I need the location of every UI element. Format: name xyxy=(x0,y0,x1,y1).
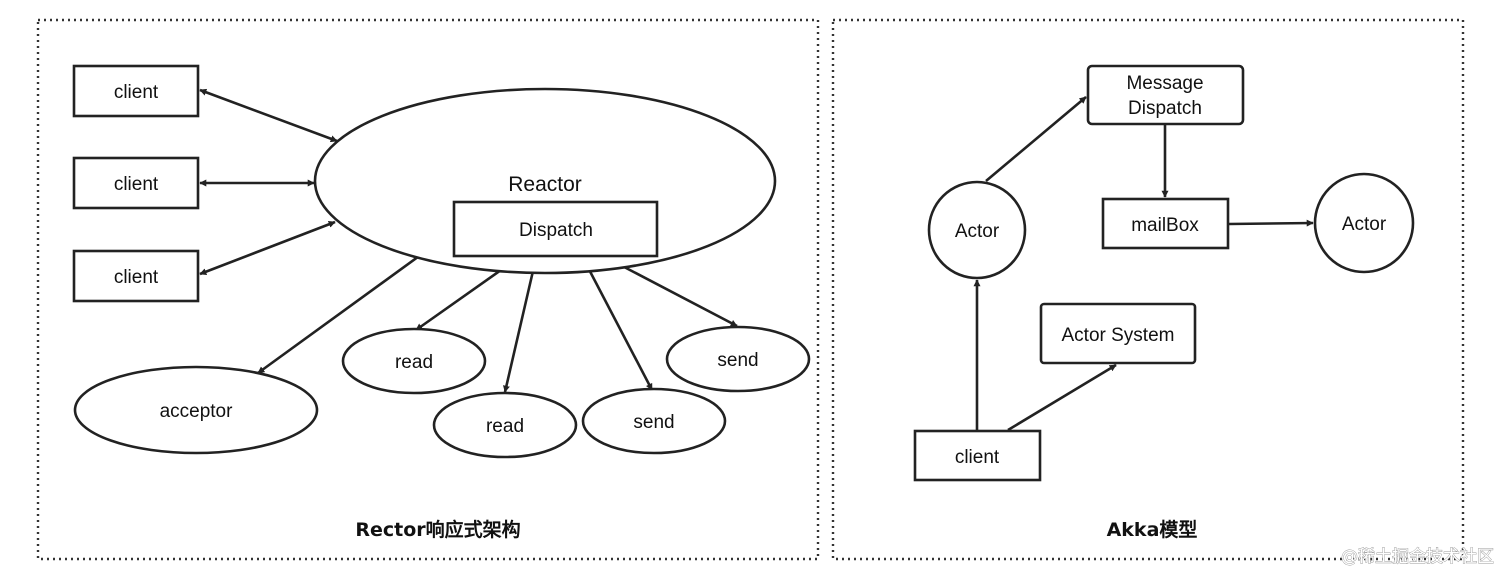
arrow-mailbox-actor xyxy=(1228,219,1314,227)
actor-system-label: Actor System xyxy=(1062,325,1175,346)
read-ellipse-2: read xyxy=(432,391,578,459)
reactor-ellipse: Reactor xyxy=(313,87,777,275)
actor-right-label: Actor xyxy=(1342,214,1387,235)
acceptor-label: acceptor xyxy=(160,401,234,422)
actor-left-label: Actor xyxy=(955,221,1000,242)
arrow-read2-dispatch xyxy=(503,257,538,393)
arrow-client1-reactor xyxy=(199,88,338,143)
arrow-client3-reactor xyxy=(199,220,336,276)
akka-panel-frame xyxy=(831,18,1465,561)
watermark-text: @稀土掘金技术社区 xyxy=(1341,547,1494,567)
message-dispatch-label-line2: Dispatch xyxy=(1128,98,1202,119)
acceptor-ellipse: acceptor xyxy=(73,365,319,455)
read-ellipse-1-label: read xyxy=(395,352,433,373)
client-box-2: client xyxy=(72,156,200,210)
mailbox-label: mailBox xyxy=(1131,215,1199,236)
send-ellipse-2-label: send xyxy=(633,412,674,433)
client-box-3: client xyxy=(72,249,200,303)
arrow-actor-message-dispatch xyxy=(985,96,1087,182)
actor-circle-left: Actor xyxy=(927,180,1027,280)
send-ellipse-2: send xyxy=(581,387,727,455)
actor-system-box: Actor System xyxy=(1039,302,1197,365)
dispatch-box: Dispatch xyxy=(452,200,659,258)
message-dispatch-label-line1: Message xyxy=(1126,73,1203,94)
client-box-3-label: client xyxy=(114,267,159,288)
message-dispatch-box: Message Dispatch xyxy=(1086,64,1245,126)
reactor-caption: Rector响应式架构 xyxy=(355,518,520,541)
akka-client-label: client xyxy=(955,447,1000,468)
reactor-panel-frame xyxy=(36,18,820,561)
send-ellipse-1-label: send xyxy=(717,350,758,371)
client-box-1: client xyxy=(72,64,200,118)
akka-caption: Akka模型 xyxy=(1107,518,1198,541)
client-box-2-label: client xyxy=(114,174,159,195)
arrow-client-actor-system xyxy=(1007,363,1117,432)
actor-circle-right: Actor xyxy=(1313,172,1415,274)
akka-panel: Message Dispatch mailBox Actor Actor Act… xyxy=(831,18,1465,561)
akka-client-box: client xyxy=(913,429,1042,482)
arrow-send1-dispatch xyxy=(606,256,738,328)
read-ellipse-1: read xyxy=(341,327,487,395)
mailbox-box: mailBox xyxy=(1101,197,1230,250)
reactor-panel: client client client Reactor Dispatch ac… xyxy=(36,18,820,561)
reactor-label: Reactor xyxy=(508,173,582,196)
send-ellipse-1: send xyxy=(665,325,811,393)
read-ellipse-2-label: read xyxy=(486,416,524,437)
dispatch-label: Dispatch xyxy=(519,220,593,241)
client-box-1-label: client xyxy=(114,82,159,103)
arrow-send2-dispatch xyxy=(581,257,654,391)
